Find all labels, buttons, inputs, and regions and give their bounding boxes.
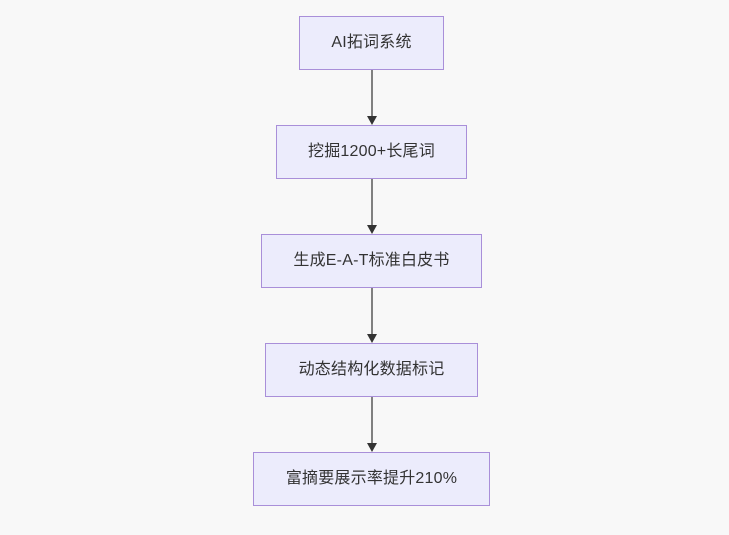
flow-node-generate-eat-whitepaper[interactable]: 生成E-A-T标准白皮书 <box>261 234 482 288</box>
flow-node-rich-snippet-impression-uplift[interactable]: 富摘要展示率提升210% <box>253 452 490 506</box>
flow-node-mine-longtail-keywords[interactable]: 挖掘1200+长尾词 <box>276 125 467 179</box>
flow-connector-0-to-1 <box>364 70 380 125</box>
arrow-down-icon <box>367 116 377 125</box>
flow-node-label: AI拓词系统 <box>331 34 412 51</box>
arrow-down-icon <box>367 225 377 234</box>
flow-connector-1-to-2 <box>364 179 380 234</box>
flow-node-label: 挖掘1200+长尾词 <box>308 143 435 160</box>
flow-connector-2-to-3 <box>364 288 380 343</box>
flow-connector-3-to-4 <box>364 397 380 452</box>
flow-node-label: 动态结构化数据标记 <box>298 361 445 378</box>
connector-line <box>371 70 373 117</box>
arrow-down-icon <box>367 443 377 452</box>
arrow-down-icon <box>367 334 377 343</box>
flow-node-dynamic-structured-data-markup[interactable]: 动态结构化数据标记 <box>265 343 478 397</box>
connector-line <box>371 288 373 335</box>
connector-line <box>371 397 373 444</box>
connector-line <box>371 179 373 226</box>
flow-node-label: 生成E-A-T标准白皮书 <box>293 252 450 269</box>
flow-node-ai-keyword-system[interactable]: AI拓词系统 <box>299 16 444 70</box>
flow-node-label: 富摘要展示率提升210% <box>285 470 458 487</box>
